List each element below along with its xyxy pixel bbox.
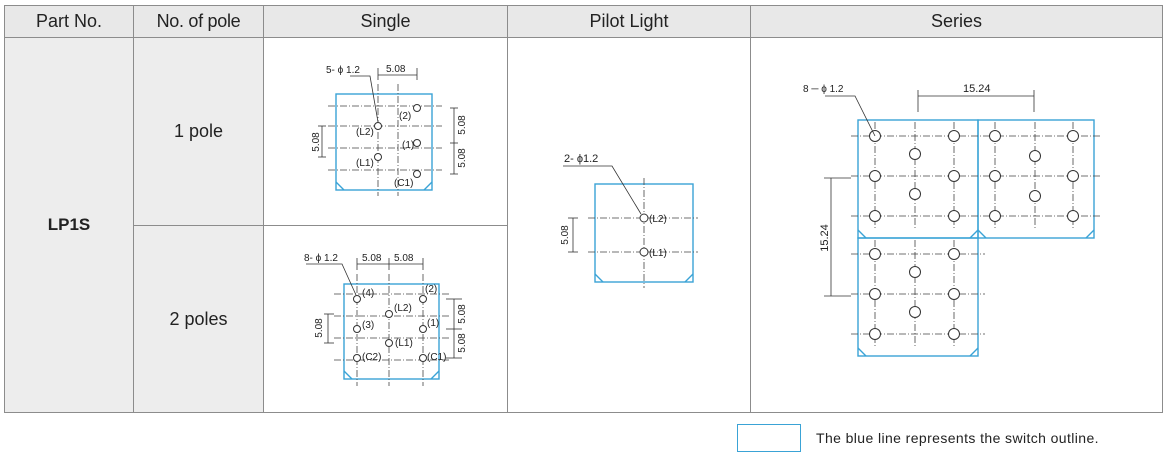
series-dim-left: 15.24 [819,224,831,252]
mounting-hole [948,288,960,300]
part-number-cell: LP1S [4,37,134,413]
header-series: Series [750,5,1163,38]
header-poles: No. of pole [133,5,264,38]
pin-label: (1) [402,140,414,151]
mounting-hole [909,188,921,200]
mounting-hole [1067,210,1079,222]
series-hole-note: 8 ─ ϕ 1.2 [803,84,844,95]
mounting-hole [869,210,881,222]
series-diagram: 8 ─ ϕ 1.2 15.24 15.24 [803,83,1101,357]
single-2poles-dim-top-right: 5.08 [394,253,414,264]
mounting-hole [1029,150,1041,162]
mounting-hole [909,266,921,278]
mounting-hole [869,248,881,260]
header-pilot-light: Pilot Light [507,5,751,38]
mounting-hole [869,170,881,182]
pilot-light-diagram: 2- ϕ1.2 5.08 (L2) (L1) [560,153,698,288]
single-1pole-dim-right-top: 5.08 [457,115,468,135]
mounting-hole [948,248,960,260]
single-1pole-cell: 5- ϕ 1.2 5.08 5.08 5.08 5.08 (2) (L2) (1… [263,37,508,226]
mounting-hole [989,170,1001,182]
pin-label: (3) [362,320,374,331]
pin-label: (1) [427,318,439,329]
mounting-hole [1067,170,1079,182]
mounting-hole [909,148,921,160]
header-part-no: Part No. [4,5,134,38]
pin-label: (2) [425,284,437,295]
single-2poles-dim-left: 5.08 [314,318,325,338]
single-1pole-dim-right-bottom: 5.08 [457,148,468,168]
single-2poles-diagram: 8- ϕ 1.2 5.08 5.08 5.08 5.08 5.08 (4) (2… [304,253,468,386]
pin-label: (2) [399,111,411,122]
pin-label: (4) [362,288,374,299]
single-2poles-dim-top-left: 5.08 [362,253,382,264]
legend-outline-swatch [737,424,801,452]
pin-label: (L1) [395,338,413,349]
poles-1-cell: 1 pole [133,37,264,226]
pin-label: (L1) [649,248,667,259]
pin-label: (C1) [427,352,446,363]
single-2poles-dim-right-bottom: 5.08 [457,333,468,353]
pin-label: (C2) [362,352,381,363]
mounting-hole [948,210,960,222]
single-1pole-diagram: 5- ϕ 1.2 5.08 5.08 5.08 5.08 (2) (L2) (1… [311,64,468,196]
mounting-hole [989,210,1001,222]
pilot-light-cell: 2- ϕ1.2 5.08 (L2) (L1) [507,37,751,413]
pilot-dim-left: 5.08 [560,225,571,245]
mounting-hole [869,288,881,300]
mounting-hole [948,328,960,340]
series-dim-top: 15.24 [963,83,991,95]
single-1pole-hole-note: 5- ϕ 1.2 [326,65,360,76]
pin-label: (L2) [649,214,667,225]
mounting-hole [1067,130,1079,142]
mounting-hole [909,306,921,318]
series-cell: 8 ─ ϕ 1.2 15.24 15.24 [750,37,1163,413]
mounting-hole [948,130,960,142]
single-1pole-dim-top: 5.08 [386,64,406,75]
legend-text: The blue line represents the switch outl… [816,430,1099,446]
pin-label: (L2) [356,127,374,138]
single-1pole-dim-left: 5.08 [311,132,322,152]
single-2poles-cell: 8- ϕ 1.2 5.08 5.08 5.08 5.08 5.08 (4) (2… [263,225,508,413]
mounting-hole [989,130,1001,142]
spec-table: Part No. No. of pole Single Pilot Light … [4,5,1163,413]
mounting-hole [1029,190,1041,202]
single-2poles-dim-right-top: 5.08 [457,304,468,324]
mounting-hole [948,170,960,182]
pin-label: (L2) [394,303,412,314]
single-2poles-hole-note: 8- ϕ 1.2 [304,253,338,264]
pilot-hole-note: 2- ϕ1.2 [564,153,598,165]
poles-2-cell: 2 poles [133,225,264,413]
pin-label: (L1) [356,158,374,169]
mounting-hole [869,328,881,340]
pin-label: (C1) [394,178,413,189]
header-single: Single [263,5,508,38]
